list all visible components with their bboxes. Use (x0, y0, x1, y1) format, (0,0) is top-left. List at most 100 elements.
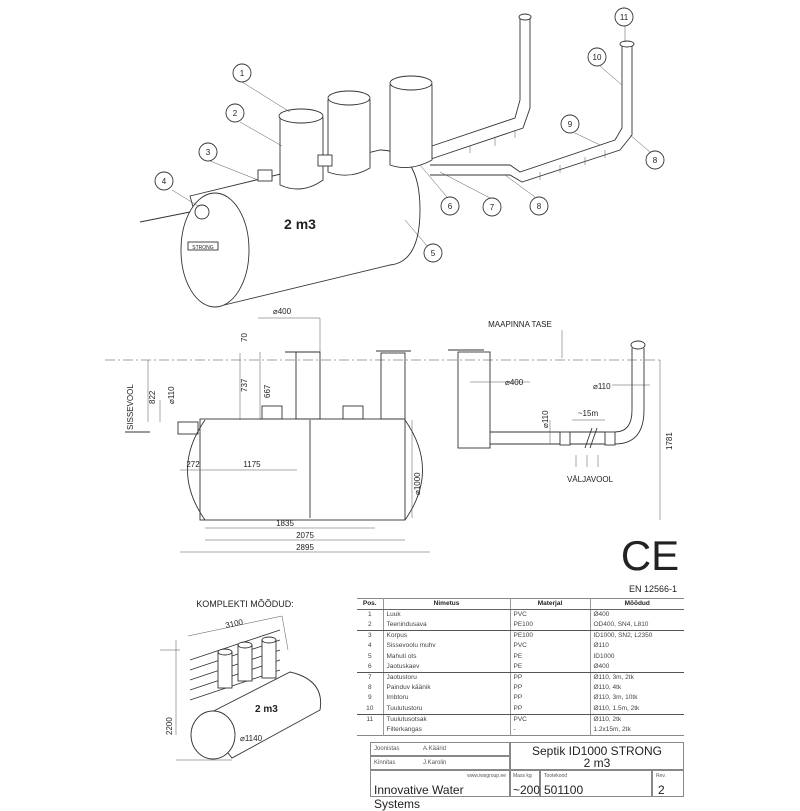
riser-1 (278, 108, 324, 124)
label: 272 (186, 460, 200, 469)
callout-8a: 8 (529, 196, 549, 216)
table-header: Mõõdud (589, 598, 684, 610)
label: 2 m3 (583, 756, 611, 770)
table-cell: PP (509, 672, 590, 683)
table-cell: Mahuti ots (382, 651, 510, 662)
label: Rev. (656, 773, 666, 779)
table-cell: 9 (367, 694, 372, 702)
callout-11: 11 (614, 7, 634, 27)
table-cell (357, 725, 383, 736)
label: ⌀110 (541, 410, 550, 428)
label: ⌀1140 (240, 734, 263, 743)
label: J.Karolin (423, 760, 447, 766)
outflow-label: VÄLJAVOOL (567, 475, 614, 484)
callout-8b: 8 (645, 150, 665, 170)
table-cell: Luuk (382, 609, 510, 620)
table-row: Filterkangas-1.2x15m, 2tk (357, 724, 684, 736)
table-cell: PP (509, 693, 590, 704)
label: 1835 (276, 519, 294, 528)
table-cell: 5 (367, 652, 372, 660)
callout-9: 9 (560, 114, 580, 134)
vent-cap-1 (518, 13, 532, 21)
label: 2 m3 (255, 704, 278, 715)
table-cell: 3 (367, 632, 372, 639)
table-cell: 2 (357, 620, 383, 631)
table-header: Nimetus (382, 598, 510, 610)
table-cell: PE (509, 661, 590, 673)
kit-title: KOMPLEKTI MÕÕDUD: (196, 599, 294, 609)
label: 4 (162, 177, 167, 186)
ce-mark: CE EN 12566-1 (621, 532, 679, 594)
label: ~15m (578, 409, 599, 418)
table-cell: 8 (367, 683, 372, 691)
callout-5: 5 (423, 243, 443, 263)
label: CE (621, 532, 679, 579)
table-cell: Filterkangas (382, 724, 510, 736)
label: 3 (206, 148, 211, 157)
label: 1175 (243, 460, 261, 469)
callout-4: 4 (154, 171, 174, 191)
label: Mass kg (513, 773, 532, 779)
label: 7 (490, 203, 495, 212)
label: STRONG (192, 245, 214, 251)
label: 70 (240, 333, 249, 342)
label: 8 (653, 156, 658, 165)
callout-7: 7 (482, 197, 502, 217)
label: 10 (593, 53, 602, 62)
table-cell: Tuulutustoru (382, 703, 510, 715)
handle-1 (257, 169, 273, 182)
side-view: MAAPINNA TASE VÄLJAVOOL SISSEVOOL ⌀400 7… (105, 307, 674, 553)
label: 2200 (165, 717, 174, 735)
riser-2 (327, 90, 371, 106)
label: 9 (568, 120, 573, 129)
table-cell: PE100 (509, 620, 590, 631)
label: 2895 (296, 543, 314, 552)
table-cell: - (509, 724, 590, 736)
side-well (457, 351, 491, 449)
label: 5 (431, 249, 436, 258)
label: 11 (620, 13, 629, 22)
label: 1781 (665, 432, 674, 450)
kit-view: KOMPLEKTI MÕÕDUD: 3100 2200 ⌀1140 2 m3 (160, 599, 322, 761)
table-cell: Imbtoru (382, 693, 510, 704)
table-cell: 6 (357, 661, 383, 673)
table-cell: PE100 (509, 630, 590, 641)
vent-pipe-2 (430, 45, 633, 183)
table-cell: Teenindusava (382, 620, 510, 631)
callout-2: 2 (225, 103, 245, 123)
table-cell: Ø400 (589, 661, 684, 673)
table-cell: ID1000, SN2, L2350 (589, 630, 684, 641)
label: 2 m3 (284, 216, 316, 232)
label: www.iwsgroup.ee (467, 773, 506, 779)
handle-2 (317, 154, 333, 167)
standard-label: EN 12566-1 (629, 584, 677, 594)
label: 822 (148, 390, 157, 404)
table-cell: Korpus (382, 630, 510, 641)
drawn-row: Joonistas A.Käärid (370, 742, 510, 756)
vent-pipe-1 (419, 18, 531, 161)
table-cell: Sissevoolu muhv (382, 641, 510, 652)
table-cell: PP (509, 682, 590, 694)
label: 1 (240, 69, 245, 78)
label: Kinnitas (374, 760, 396, 766)
callout-10: 10 (587, 47, 607, 67)
label: 2075 (296, 531, 314, 540)
table-cell: 1.2x15m, 2tk (589, 724, 684, 736)
label: 737 (240, 378, 249, 392)
label: ⌀1000 (413, 472, 422, 495)
side-tank (199, 418, 406, 521)
table-header: Pos. (357, 598, 383, 610)
inlet-socket (194, 204, 210, 220)
company-name: Innovative Water Systems (374, 783, 464, 811)
table-cell: Tuulutusotsak (382, 714, 510, 725)
inflow-label: SISSEVOOL (126, 384, 135, 430)
table-cell: OD400, SN4, L810 (589, 620, 684, 631)
table-cell: 1 (367, 611, 372, 618)
label: Joonistas (374, 746, 400, 752)
